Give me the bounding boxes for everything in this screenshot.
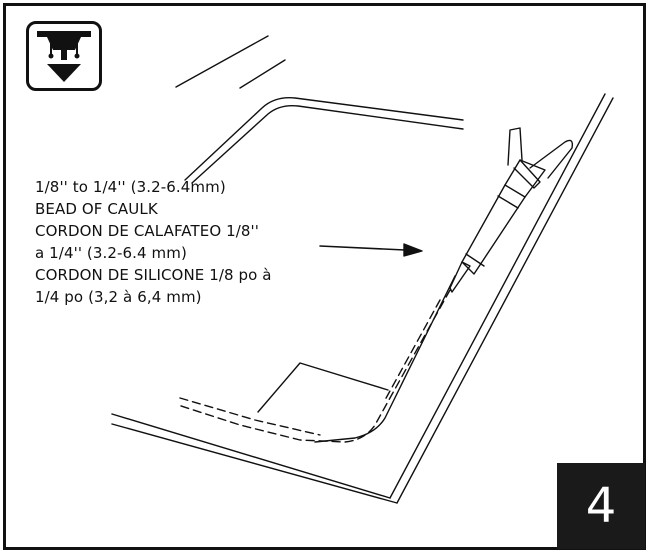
caulk-bead-caption: 1/8'' to 1/4'' (3.2-6.4mm) BEAD OF CAULK… xyxy=(35,176,335,308)
sink-basin xyxy=(257,275,456,443)
step-number-badge: 4 xyxy=(557,463,645,549)
caption-line: 1/4 po (3,2 à 6,4 mm) xyxy=(35,288,202,306)
countertop-edge xyxy=(111,93,614,504)
sink-cutout xyxy=(184,97,464,184)
caption-line: CORDON DE SILICONE 1/8 po à xyxy=(35,266,272,284)
background-lines xyxy=(175,35,286,89)
pointer-arrow xyxy=(319,243,423,257)
diagram-frame xyxy=(3,3,646,550)
caption-line: CORDON DE CALAFATEO 1/8'' xyxy=(35,222,259,240)
caption-line: a 1/4'' (3.2-6.4 mm) xyxy=(35,244,187,262)
step-number: 4 xyxy=(585,478,617,534)
caption-line: 1/8'' to 1/4'' (3.2-6.4mm) xyxy=(35,178,226,196)
caulk-gun-icon xyxy=(449,127,574,293)
undermount-sink-icon xyxy=(26,21,102,91)
caulk-bead xyxy=(177,289,451,443)
caption-line: BEAD OF CAULK xyxy=(35,200,158,218)
